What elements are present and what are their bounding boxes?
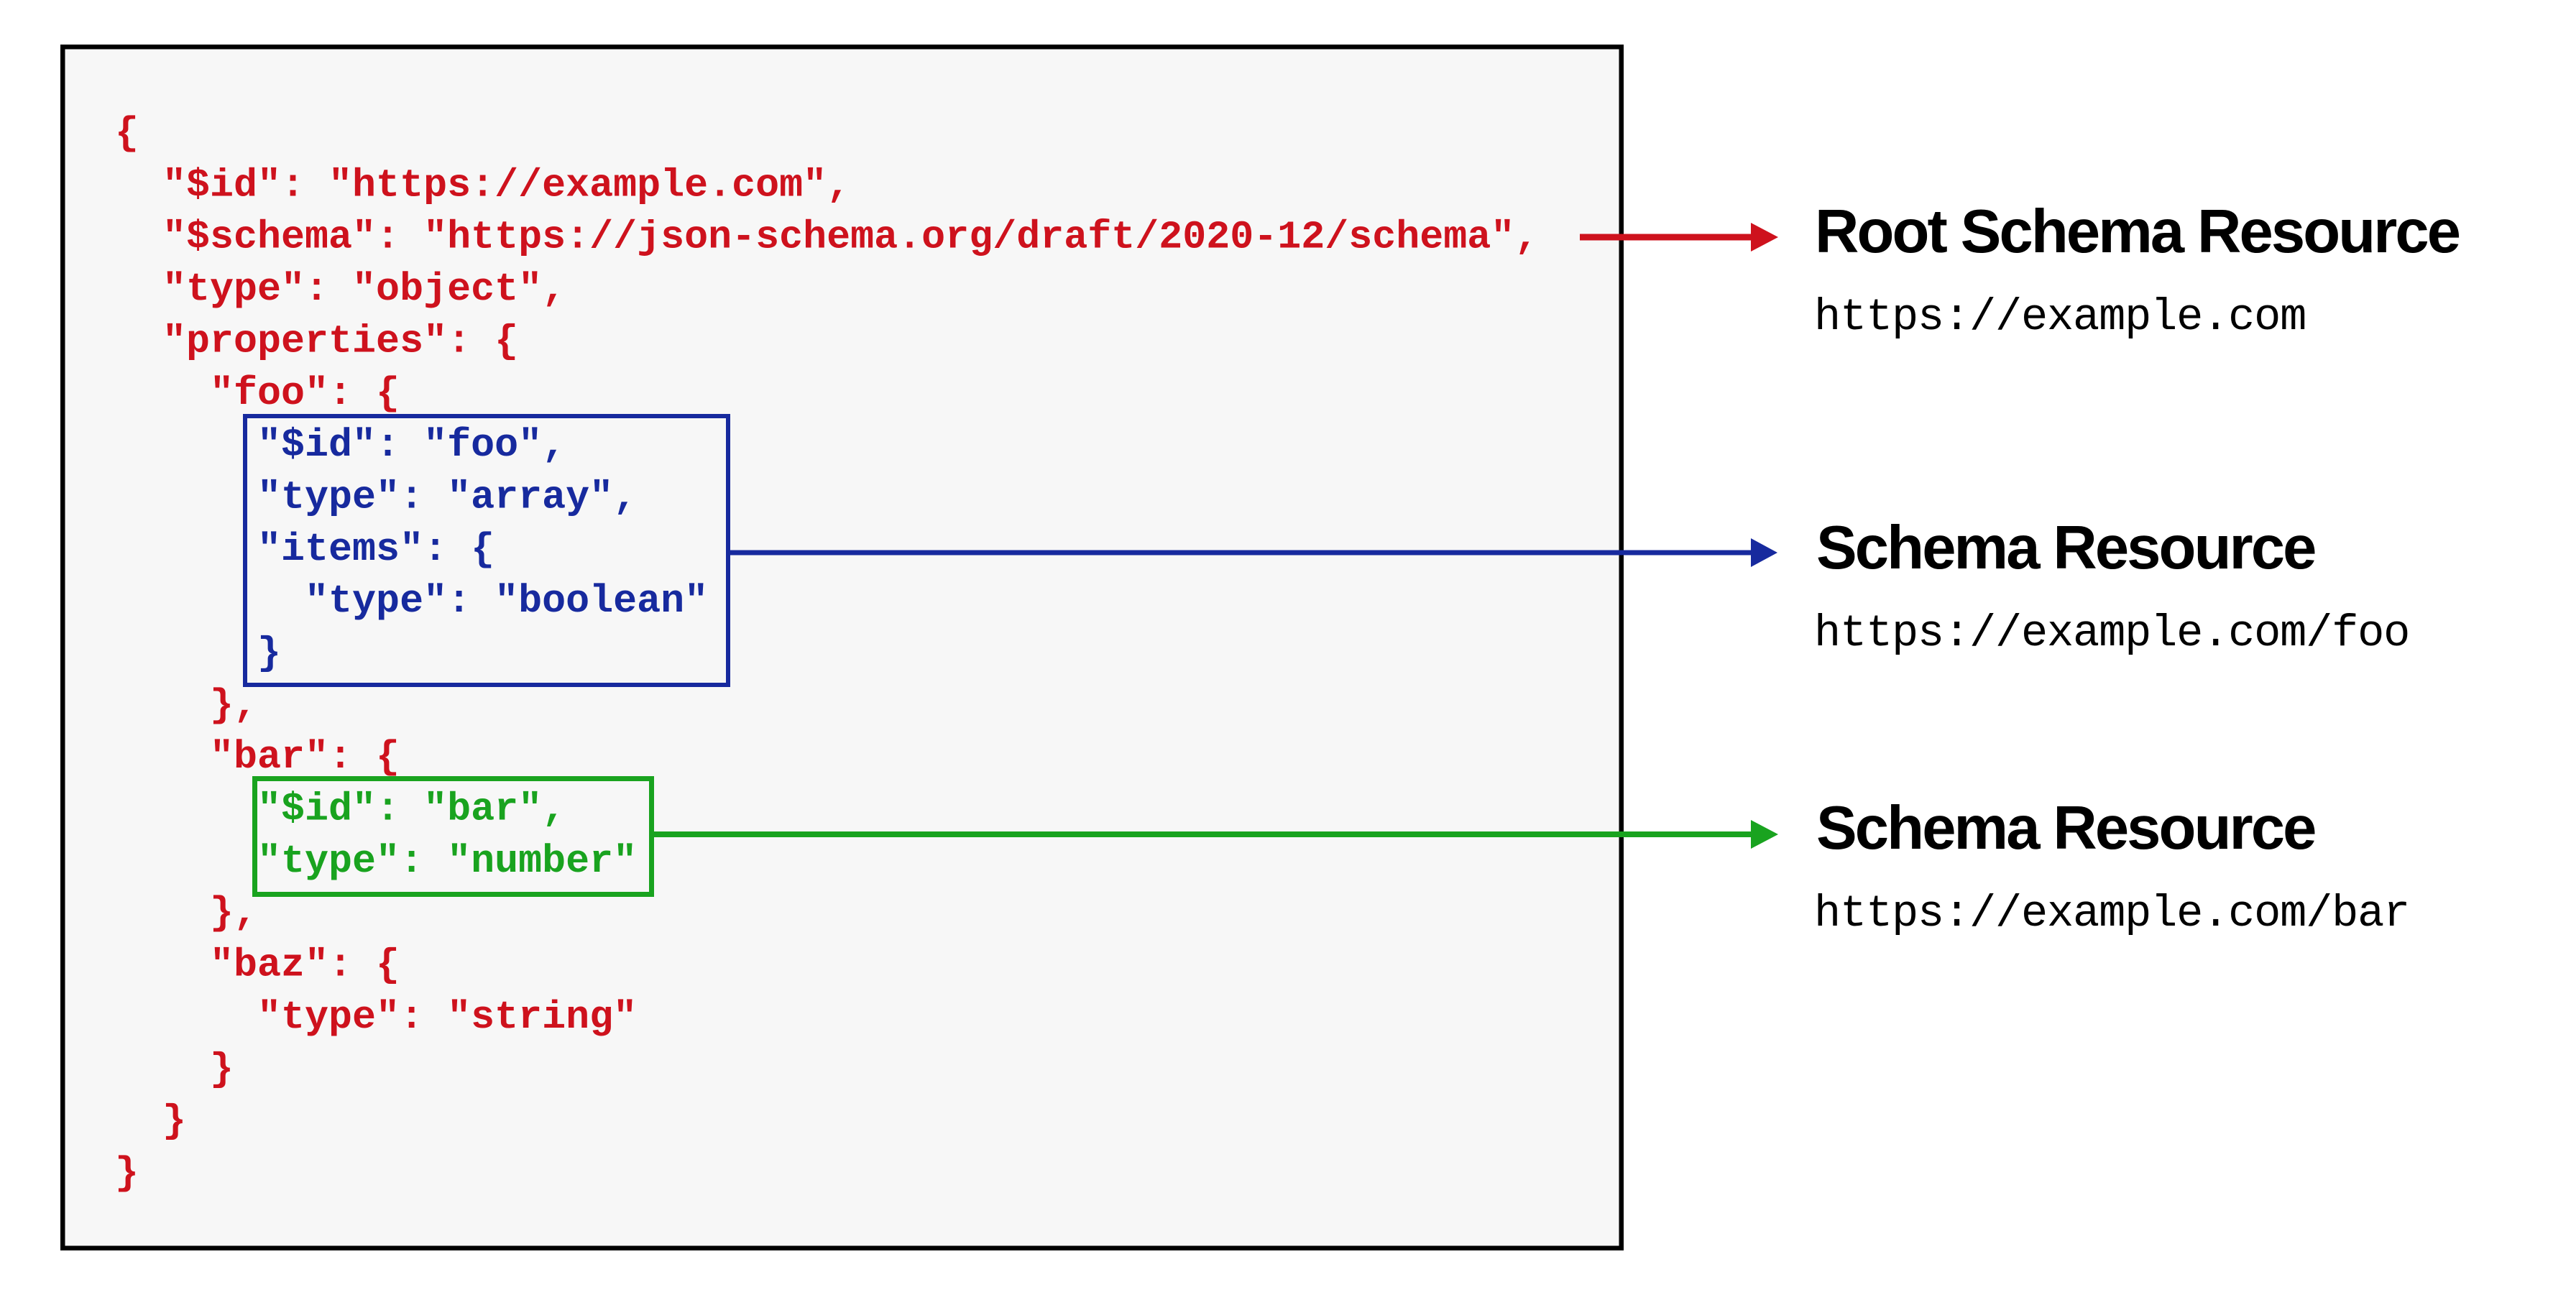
svg-text:"type": "object",: "type": "object", bbox=[115, 267, 566, 312]
svg-text:Schema Resource: Schema Resource bbox=[1816, 514, 2315, 582]
svg-text:}: } bbox=[115, 631, 281, 676]
svg-text:"properties": {: "properties": { bbox=[115, 318, 518, 364]
svg-text:},: }, bbox=[115, 683, 257, 728]
svg-text:"foo": {: "foo": { bbox=[115, 371, 400, 416]
svg-text:"baz": {: "baz": { bbox=[115, 943, 400, 988]
svg-text:"$id": "https://example.com",: "$id": "https://example.com", bbox=[115, 162, 850, 208]
svg-text:"$id": "bar",: "$id": "bar", bbox=[115, 787, 566, 832]
svg-text:Schema Resource: Schema Resource bbox=[1816, 794, 2315, 862]
svg-text:"bar": {: "bar": { bbox=[115, 734, 400, 780]
svg-text:}: } bbox=[115, 1099, 186, 1144]
svg-text:}: } bbox=[115, 1046, 234, 1092]
svg-text:Root Schema Resource: Root Schema Resource bbox=[1815, 198, 2460, 266]
svg-text:"$id": "foo",: "$id": "foo", bbox=[115, 423, 566, 468]
svg-text:"type": "number": "type": "number" bbox=[115, 839, 637, 884]
svg-text:}: } bbox=[115, 1151, 139, 1196]
svg-text:"$schema": "https://json-schem: "$schema": "https://json-schema.org/draf… bbox=[115, 215, 1538, 260]
svg-text:"type": "string": "type": "string" bbox=[115, 995, 637, 1040]
svg-text:},: }, bbox=[115, 890, 257, 936]
svg-text:https://example.com/foo: https://example.com/foo bbox=[1814, 608, 2409, 659]
svg-text:{: { bbox=[115, 111, 139, 156]
svg-text:https://example.com: https://example.com bbox=[1814, 292, 2306, 343]
svg-text:https://example.com/bar: https://example.com/bar bbox=[1814, 888, 2409, 939]
svg-text:"type": "boolean": "type": "boolean" bbox=[115, 579, 708, 624]
svg-text:"type": "array",: "type": "array", bbox=[115, 474, 637, 520]
svg-text:"items": {: "items": { bbox=[115, 527, 494, 572]
